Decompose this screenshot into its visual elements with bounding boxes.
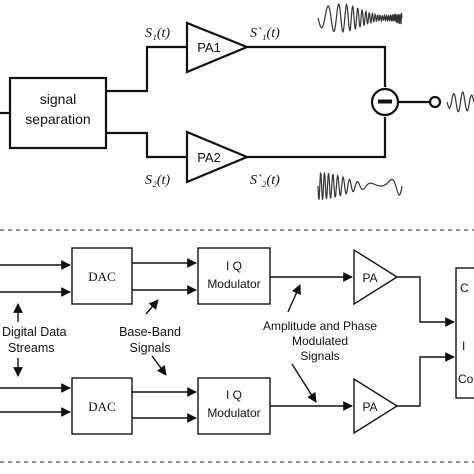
combiner-minus-icon <box>378 99 392 104</box>
pa-combiner-arrow-top <box>397 276 455 327</box>
bottom-diagram <box>0 247 474 435</box>
combiner-label-c1: C <box>460 281 469 295</box>
baseband-pointer-up <box>145 299 159 315</box>
baseband-label-2: Signals <box>130 341 171 355</box>
amp-label-3: Signals <box>300 349 339 363</box>
s1-out-label: S`₁(t) <box>250 26 280 41</box>
pa1-label: PA1 <box>197 40 221 55</box>
amp-pointer-up <box>287 284 301 313</box>
branch-upper-wire <box>106 45 187 93</box>
baseband-label-1: Base-Band <box>119 325 181 339</box>
pa-top-label: PA <box>362 271 377 285</box>
pa-combiner-arrow-bottom <box>397 352 455 407</box>
combiner-block <box>455 267 474 399</box>
amp-pointer-down <box>291 363 317 403</box>
amp-label-2: Modulated <box>292 334 348 348</box>
digital-label-2: Streams <box>8 341 55 355</box>
waveform-s2-icon <box>317 172 403 200</box>
dac-top-box <box>71 247 133 305</box>
amp-label-1: Amplitude and Phase <box>263 319 377 333</box>
waveform-output-icon <box>446 91 474 113</box>
branch-lower-wire <box>106 131 187 159</box>
output-terminal <box>428 95 442 109</box>
signal-separation-box <box>8 76 108 150</box>
s2-out-label: S`₂(t) <box>250 173 280 188</box>
iq-top-label-1: I Q <box>226 259 242 273</box>
separation-label-1: signal <box>40 91 77 107</box>
iq-top-label-2: Modulator <box>207 277 260 291</box>
pa1-output-wire <box>247 45 387 87</box>
pa-bottom-triangle <box>353 377 399 435</box>
combiner-label-c2: Co <box>458 372 474 386</box>
iq-bottom-label-2: Modulator <box>207 406 260 420</box>
pa-bottom-label: PA <box>362 400 377 414</box>
iq-top-box <box>197 247 271 305</box>
pa2-label: PA2 <box>197 150 221 165</box>
pa1-triangle <box>185 21 250 74</box>
pa2-triangle <box>185 130 250 184</box>
baseband-pointer-down <box>151 355 167 376</box>
pa-top-triangle <box>353 248 399 306</box>
pa2-output-wire <box>247 117 387 159</box>
iq-bottom-label-1: I Q <box>226 388 242 402</box>
s2-label: S₂(t) <box>145 173 170 188</box>
digital-label-1: Digital Data <box>2 325 67 339</box>
separation-label-2: separation <box>25 111 90 127</box>
dac-bottom-box <box>71 377 133 435</box>
iq-bottom-box <box>197 377 271 435</box>
dac-top-label: DAC <box>88 269 115 284</box>
dac-bottom-label: DAC <box>88 399 115 414</box>
waveform-s1-icon <box>317 2 403 34</box>
combiner-label-i: I <box>462 339 465 353</box>
s1-label: S₁(t) <box>145 26 170 41</box>
